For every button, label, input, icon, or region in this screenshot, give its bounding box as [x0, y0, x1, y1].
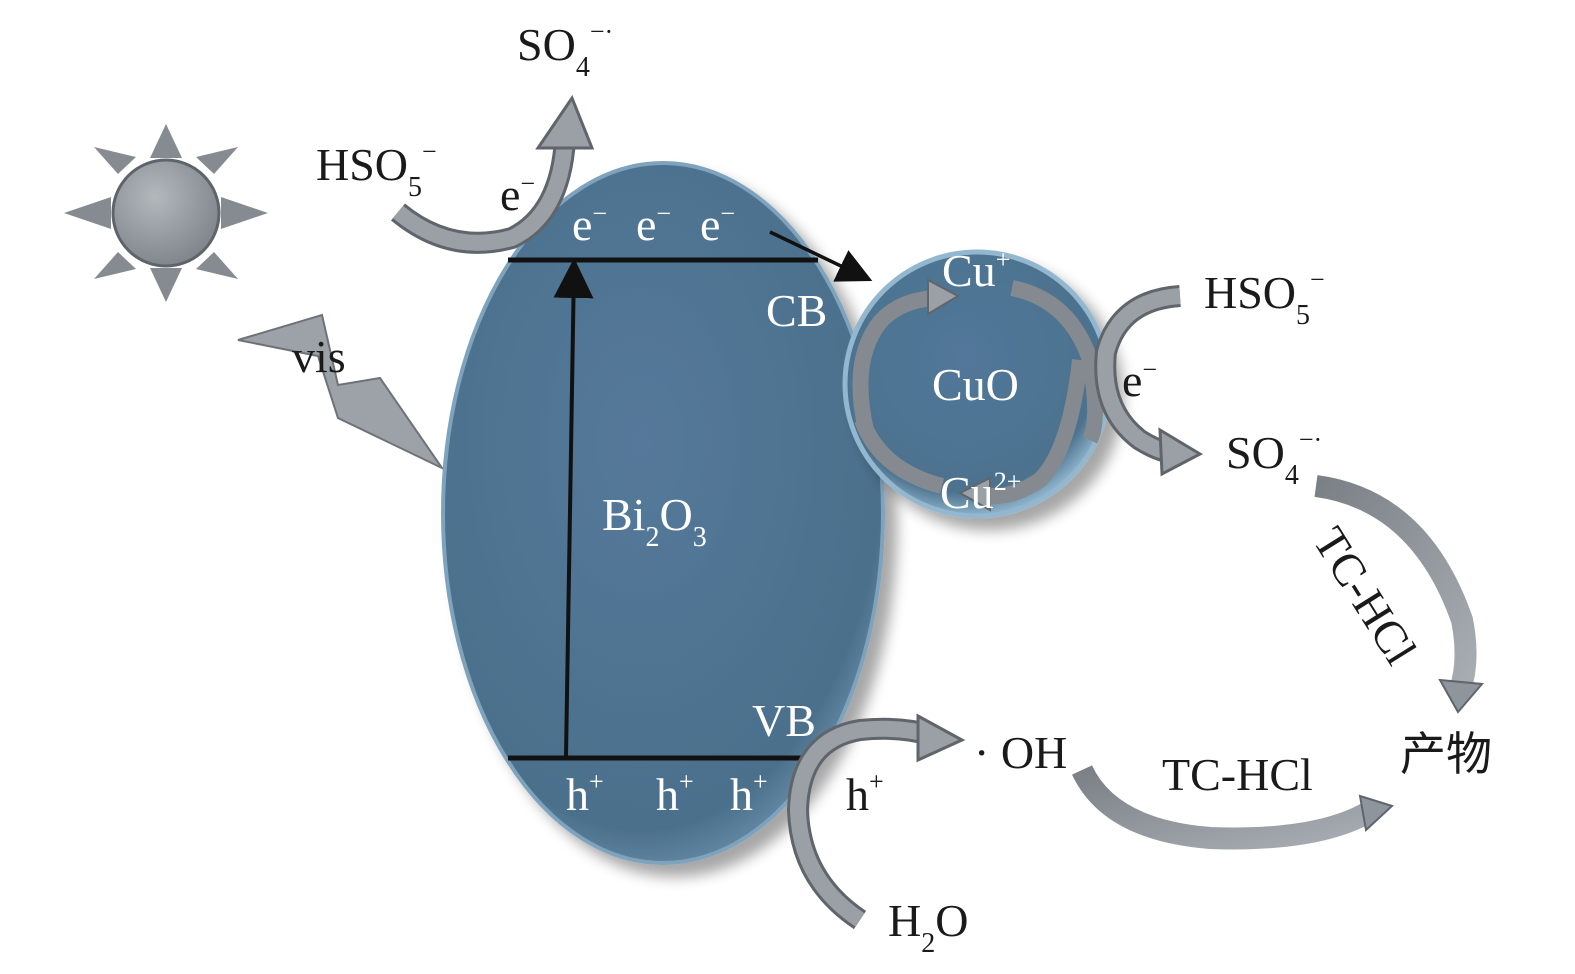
bi2o3-particle: [441, 161, 885, 865]
degradation-arc-hydroxyl: [1072, 764, 1394, 850]
label-e-minus-left: e−: [500, 169, 535, 220]
label-so4-radical-top: SO4−·: [517, 17, 613, 83]
label-e-minus-right: e−: [1122, 355, 1157, 406]
label-tc-hcl-bottom: TC-HCl: [1162, 749, 1313, 800]
label-hso5-left: HSO5−: [316, 137, 437, 203]
excitation-arrow: [553, 258, 594, 757]
label-product: 产物: [1400, 727, 1492, 781]
label-e-minus-cb-2: e−: [636, 199, 671, 250]
lightning-icon: [237, 313, 445, 471]
label-cb: CB: [766, 285, 827, 336]
label-vb: VB: [752, 695, 816, 746]
cu-redox-cycle-arrows: [852, 278, 1103, 512]
label-hso5-right: HSO5−: [1204, 265, 1325, 331]
label-h-plus-vb-3: h+: [730, 767, 768, 820]
label-so4-radical-right: SO4−·: [1226, 425, 1322, 491]
label-bi2o3: Bi2O3: [602, 489, 707, 553]
persulfate-activation-arrow-left: [390, 94, 595, 254]
hydroxyl-formation-arrow: [786, 713, 966, 930]
degradation-arc-sulfate: [1314, 475, 1485, 714]
label-cuo: CuO: [932, 359, 1019, 410]
label-e-minus-cb-3: e−: [700, 199, 735, 250]
label-h-plus-out: h+: [846, 767, 884, 820]
label-e-minus-cb-1: e−: [572, 199, 607, 250]
label-h-plus-vb-1: h+: [566, 767, 604, 820]
label-cu-2plus: Cu2+: [940, 467, 1021, 518]
label-vis: vis: [292, 331, 346, 382]
electron-transfer-arrow: [769, 230, 873, 282]
persulfate-activation-arrow-right: [1094, 285, 1204, 477]
sun-icon: [64, 124, 268, 302]
label-cu-plus: Cu+: [942, 245, 1010, 296]
label-h2o: H2O: [888, 895, 968, 959]
label-h-plus-vb-2: h+: [656, 767, 694, 820]
label-oh-radical: · OH: [974, 727, 1067, 778]
